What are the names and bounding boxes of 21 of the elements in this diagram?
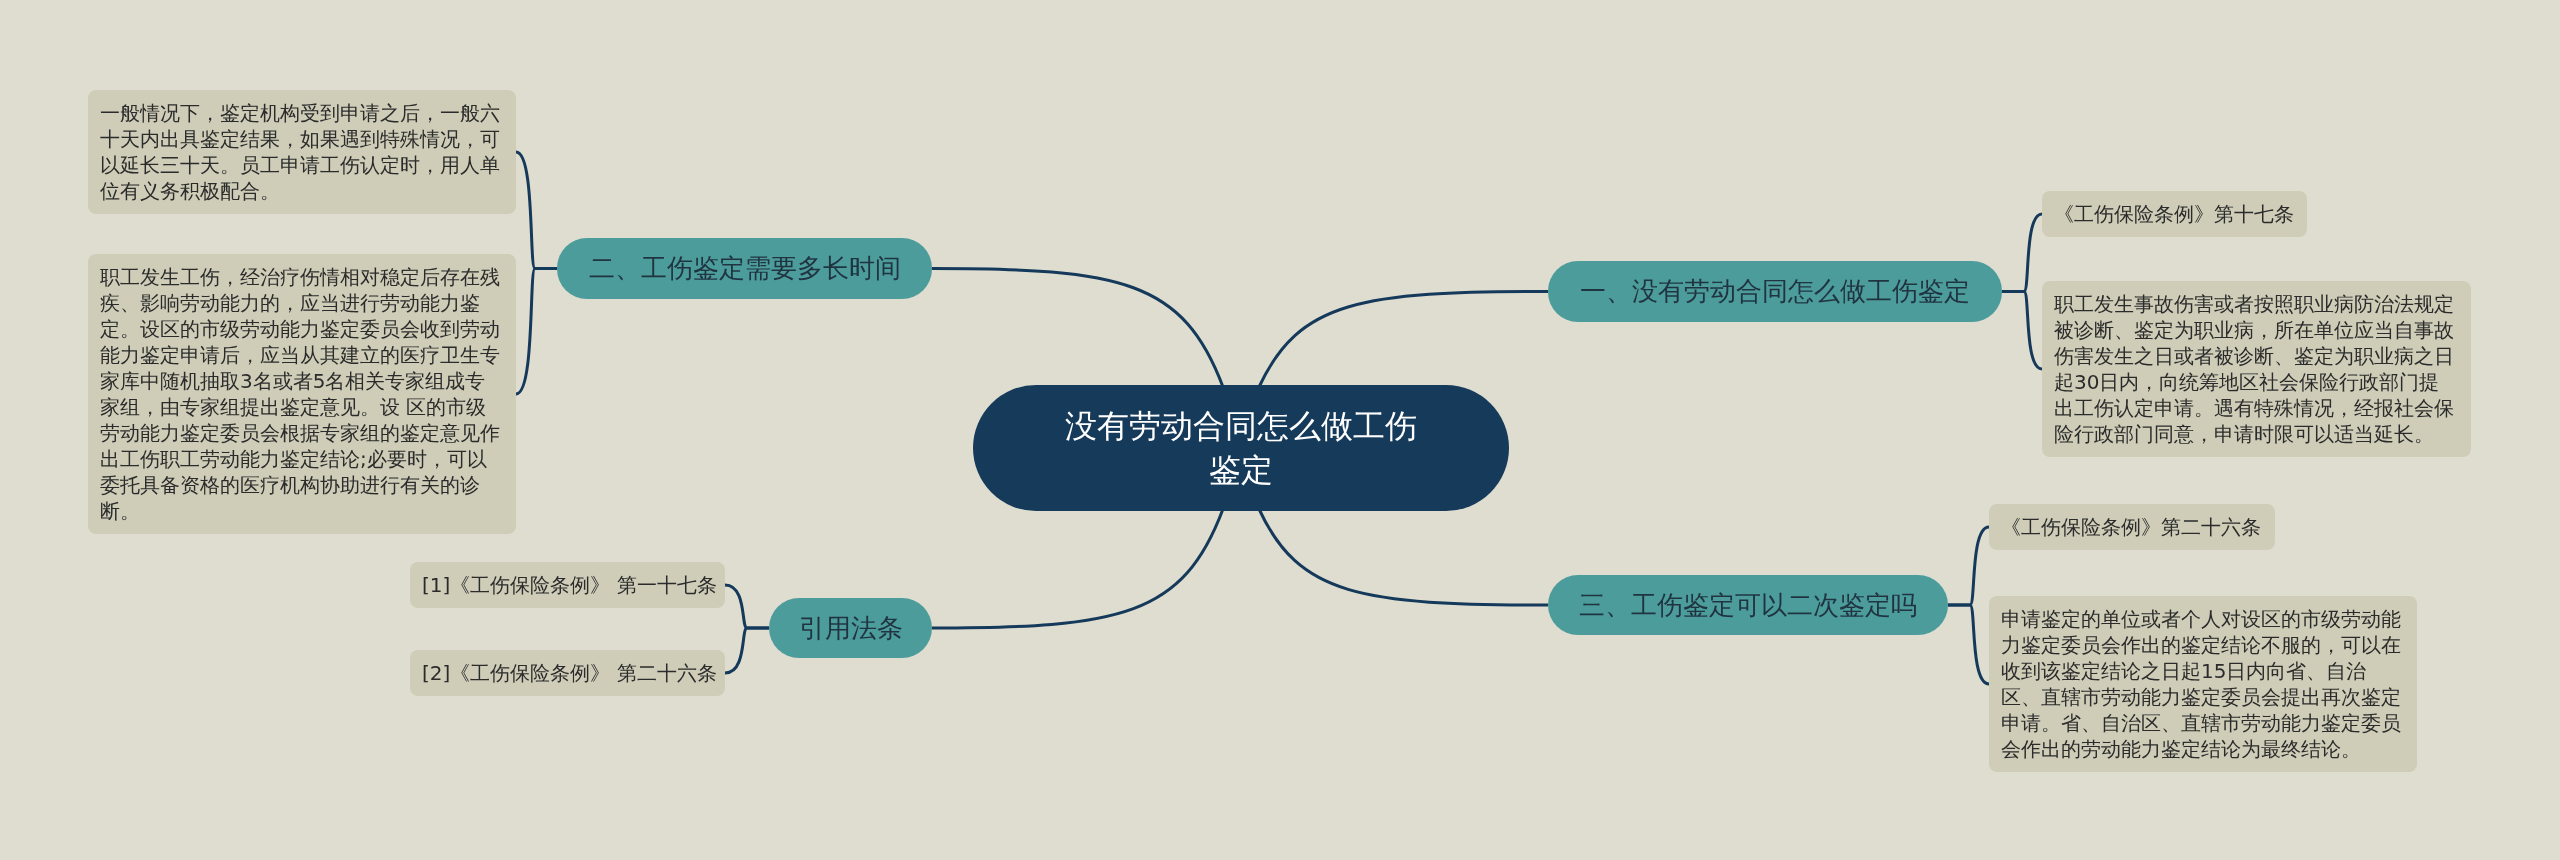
connector-line [932, 267, 1225, 388]
central-topic: 没有劳动合同怎么做工伤鉴定 [973, 385, 1509, 511]
note-box: 《工伤保险条例》第十七条 [2042, 191, 2307, 237]
connector-line [1257, 508, 1548, 607]
connector-line [1948, 603, 1990, 686]
branch-topic: 二、工伤鉴定需要多长时间 [557, 238, 932, 299]
note-box: [1]《工伤保险条例》 第一十七条 [410, 562, 725, 608]
note-box: 申请鉴定的单位或者个人对设区的市级劳动能力鉴定委员会作出的鉴定结论不服的，可以在收到该鉴定结论之日起15日内向省、自治区、直辖市劳动能力鉴定委员会提出再次鉴定申请。省、自治区、直辖市劳动能力鉴定委员会作出的劳动能力鉴定结论为最终结论。 [1989, 596, 2417, 772]
connector-line [724, 626, 769, 675]
note-box: 《工伤保险条例》第二十六条 [1989, 504, 2275, 550]
connector-line [1257, 290, 1548, 388]
branch-topic: 一、没有劳动合同怎么做工伤鉴定 [1548, 261, 2002, 322]
connector-line [2002, 290, 2043, 371]
branch-topic: 三、工伤鉴定可以二次鉴定吗 [1548, 575, 1948, 635]
note-box: 一般情况下，鉴定机构受到申请之后，一般六十天内出具鉴定结果，如果遇到特殊情况，可以延长三十天。员工申请工伤认定时，用人单位有义务积极配合。 [88, 90, 516, 214]
connector-line [515, 267, 557, 396]
connector-line [932, 508, 1225, 630]
note-box: 职工发生事故伤害或者按照职业病防治法规定被诊断、鉴定为职业病，所在单位应当自事故伤害发生之日或者被诊断、鉴定为职业病之日起30日内，向统筹地区社会保险行政部门提出工伤认定申请。遇有特殊情况，经报社会保险行政部门同意，申请时限可以适当延长。 [2042, 281, 2471, 457]
note-box: 职工发生工伤，经治疗伤情相对稳定后存在残疾、影响劳动能力的，应当进行劳动能力鉴定。设区的市级劳动能力鉴定委员会收到劳动能力鉴定申请后，应当从其建立的医疗卫生专家库中随机抽取3名或者5名相关专家组成专家组，由专家组提出鉴定意见。设 区的市级劳动能力鉴定委员会根据专家组的鉴定意见作出工伤职工劳动能力鉴定结论;必要时，可以委托具备资格的医疗机构协助进行有关的诊断。 [88, 254, 516, 534]
branch-topic: 引用法条 [769, 598, 932, 658]
note-box: [2]《工伤保险条例》 第二十六条 [410, 650, 725, 696]
